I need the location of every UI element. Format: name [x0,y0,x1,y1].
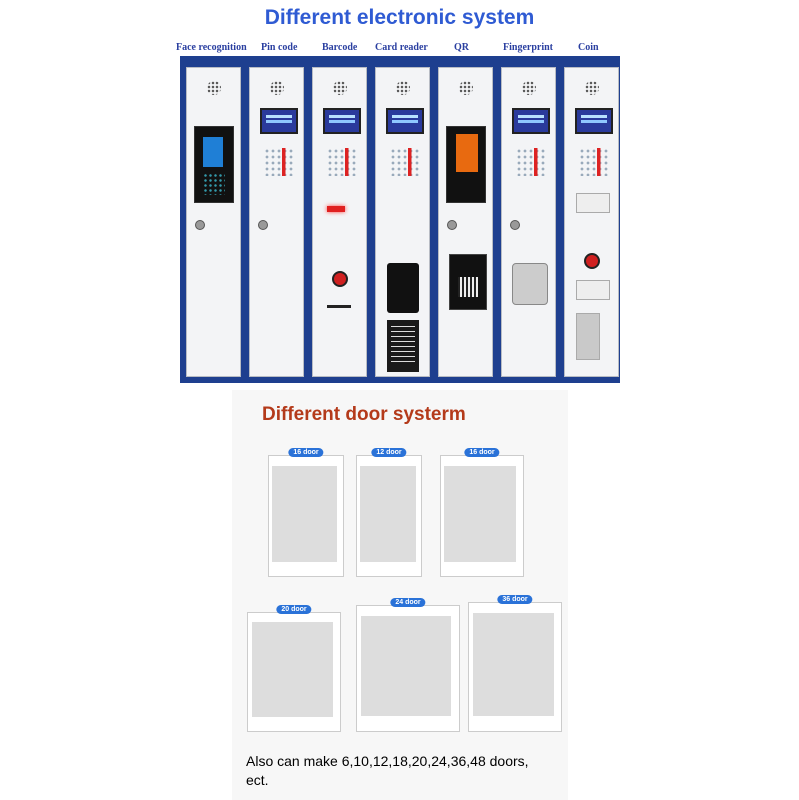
lcd-screen [260,108,298,134]
coin-acceptor [576,313,600,360]
qr-code-plate [449,254,487,310]
door-count-badge: 36 door [497,595,533,604]
door-count-badge: 16 door [464,448,500,457]
locker-16-door-wide: 16 door [440,448,524,577]
red-button-icon [584,253,600,269]
door-system-title: Different door systerm [262,404,466,425]
qr-scanner-screen [446,126,486,203]
locker-24-door: 24 door [356,598,460,732]
locker-grid [444,465,517,562]
return-label [576,280,610,300]
speaker-icon [333,81,347,95]
door-count-badge: 16 door [288,448,324,457]
keypad [579,148,609,176]
coin-label [576,193,610,213]
cabinet-card-reader [375,67,430,377]
speaker-icon [522,81,536,95]
locker-16-door: 16 door [268,448,344,577]
lock-icon [195,220,205,230]
label-pin-code: Pin code [261,42,298,53]
cabinet-face-recognition [186,67,241,377]
locker-grid [472,613,554,716]
speaker-icon [396,81,410,95]
barcode-scanner [327,206,345,212]
locker-grid [359,465,416,562]
keypad [516,148,546,176]
ticket-slot [327,305,351,308]
electronic-system-title: Different electronic system [264,6,535,29]
red-button-icon [332,271,348,287]
instruction-plate [387,320,419,372]
keypad [327,148,357,176]
lock-icon [447,220,457,230]
cabinet-fingerprint [501,67,556,377]
speaker-icon [207,81,221,95]
label-face-recognition: Face recognition [176,42,247,53]
cabinet-barcode [312,67,367,377]
locker-12-door: 12 door [356,448,422,577]
cabinet-pin-code [249,67,304,377]
locker-grid [251,622,333,717]
locker-grid [361,616,451,716]
label-fingerprint: Fingerprint [503,42,553,53]
door-count-badge: 24 door [390,598,426,607]
lcd-screen [386,108,424,134]
fingerprint-icon [512,263,548,305]
keypad [390,148,420,176]
speaker-icon [270,81,284,95]
speaker-icon [585,81,599,95]
keypad [264,148,294,176]
label-qr: QR [454,42,469,53]
lock-icon [510,220,520,230]
door-count-badge: 20 door [276,605,312,614]
cabinet-coin [564,67,619,377]
electronic-system-photo [180,56,620,383]
lcd-screen [323,108,361,134]
label-coin: Coin [578,42,599,53]
locker-grid [271,465,338,562]
lock-icon [258,220,268,230]
speaker-icon [459,81,473,95]
label-card-reader: Card reader [375,42,428,53]
card-reader [387,263,419,313]
locker-36-door: 36 door [468,595,562,732]
lcd-screen [512,108,550,134]
door-options-note: Also can make 6,10,12,18,20,24,36,48 doo… [246,753,529,788]
face-scanner-screen [194,126,234,203]
locker-20-door: 20 door [247,605,341,732]
cabinet-qr [438,67,493,377]
label-barcode: Barcode [322,42,358,53]
door-count-badge: 12 door [371,448,407,457]
lcd-screen [575,108,613,134]
